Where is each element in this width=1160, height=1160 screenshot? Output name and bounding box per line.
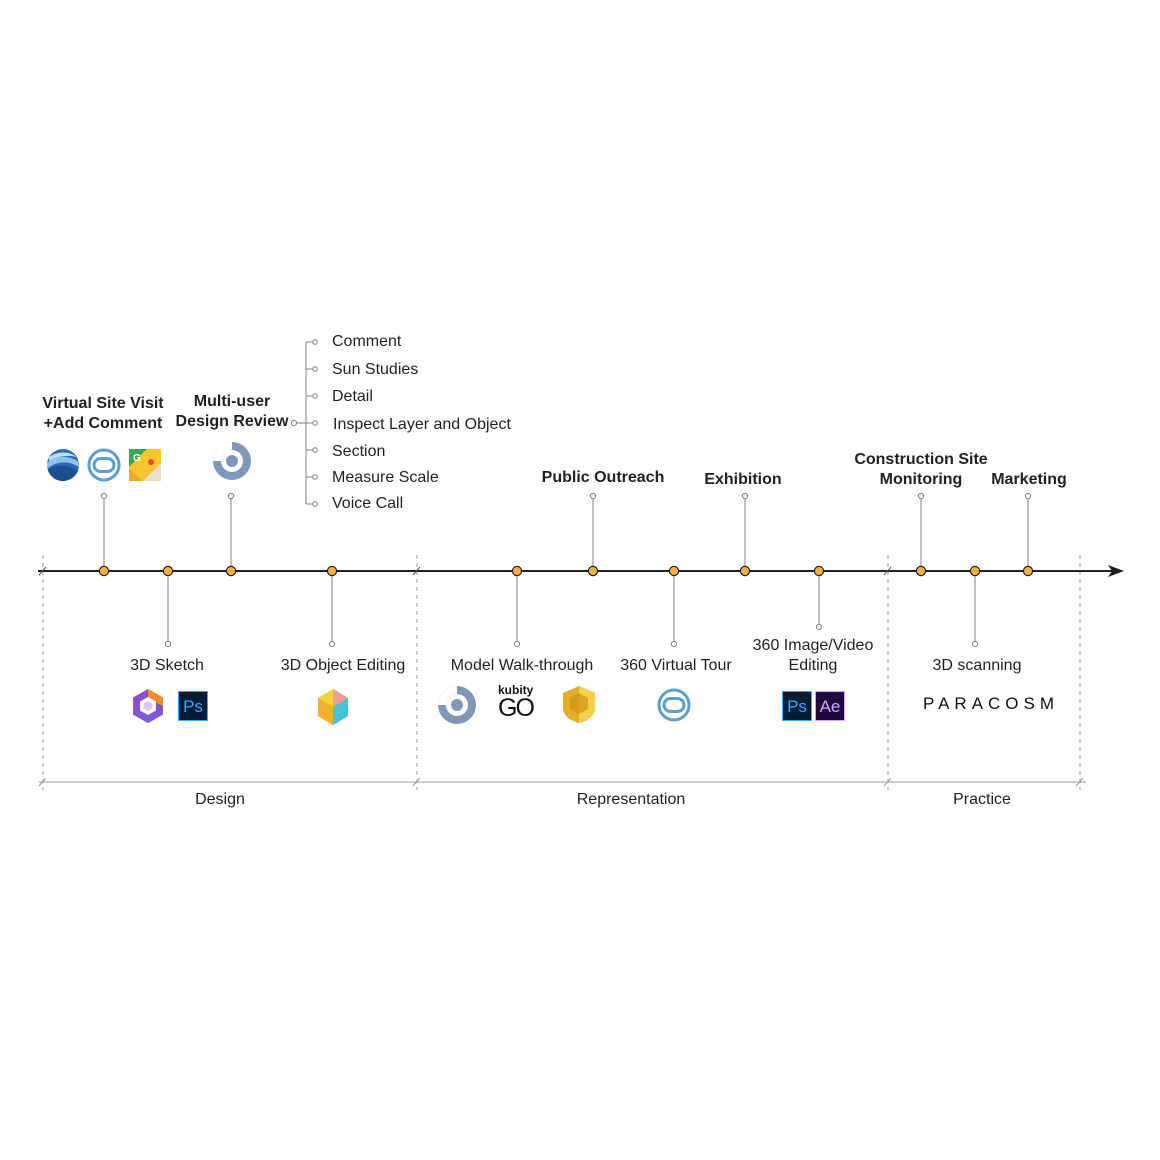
photoshop-icon: Ps [178, 691, 208, 721]
event-label-marketing: Marketing [991, 471, 1067, 488]
cube-editor-icon [318, 689, 348, 725]
google-earth-icon [47, 449, 79, 481]
timeline-node [587, 565, 599, 577]
timeline-node [739, 565, 751, 577]
phase-label-design: Design [195, 791, 245, 808]
google-street-view-icon: G [129, 449, 161, 481]
feature-item: Detail [332, 388, 373, 405]
event-label-3d-object-editing: 3D Object Editing [280, 657, 406, 674]
timeline-node [225, 565, 237, 577]
feature-item: Sun Studies [332, 361, 419, 378]
enscape-icon [563, 686, 595, 723]
paracosm-logo: PARACOSM [923, 694, 1060, 713]
event-label-public-outreach: Public Outreach [541, 469, 665, 486]
timeline-node [98, 565, 110, 577]
gravity-sketch-icon [133, 689, 163, 723]
feature-item: Measure Scale [332, 469, 439, 486]
event-label-3d-scanning: 3D scanning [932, 657, 1022, 674]
timeline-node [813, 565, 825, 577]
phase-label-representation: Representation [576, 791, 686, 808]
event-label-360-virtual-tour: 360 Virtual Tour [620, 657, 732, 674]
vr-viewer-icon [657, 688, 691, 722]
timeline-node [511, 565, 523, 577]
feature-item: Section [332, 443, 386, 460]
kubity-go-icon: kubity [498, 683, 534, 697]
after-effects-icon: Ae [815, 691, 845, 721]
event-label-virtual-site-visit: Virtual Site Visit +Add Comment [42, 395, 164, 432]
timeline-node [969, 565, 981, 577]
vr-viewer-icon [87, 448, 121, 482]
irisvr-prospect-icon [438, 686, 476, 724]
svg-text:G: G [133, 453, 141, 464]
timeline-node [1022, 565, 1034, 577]
event-label-multi-user-design-review: Multi-user Design Review [175, 393, 289, 430]
feature-item: Voice Call [332, 495, 404, 512]
kubity-go-logo-text: GO [498, 694, 535, 722]
timeline-arrowhead [1108, 565, 1124, 577]
event-label-construction-site-monitoring: Construction Site Monitoring [854, 451, 988, 488]
timeline-node [326, 565, 338, 577]
timeline-node [162, 565, 174, 577]
event-label-3d-sketch: 3D Sketch [130, 657, 204, 674]
event-label-360-image-video-editing: 360 Image/Video Editing [752, 637, 874, 674]
feature-item: Inspect Layer and Object [333, 416, 511, 433]
timeline-node [915, 565, 927, 577]
feature-item: Comment [332, 333, 402, 350]
event-label-exhibition: Exhibition [704, 471, 782, 488]
timeline-node [668, 565, 680, 577]
event-label-model-walk-through: Model Walk-through [450, 657, 594, 674]
photoshop-icon: Ps [782, 691, 812, 721]
irisvr-prospect-icon [213, 442, 251, 480]
phase-label-practice: Practice [953, 791, 1011, 808]
